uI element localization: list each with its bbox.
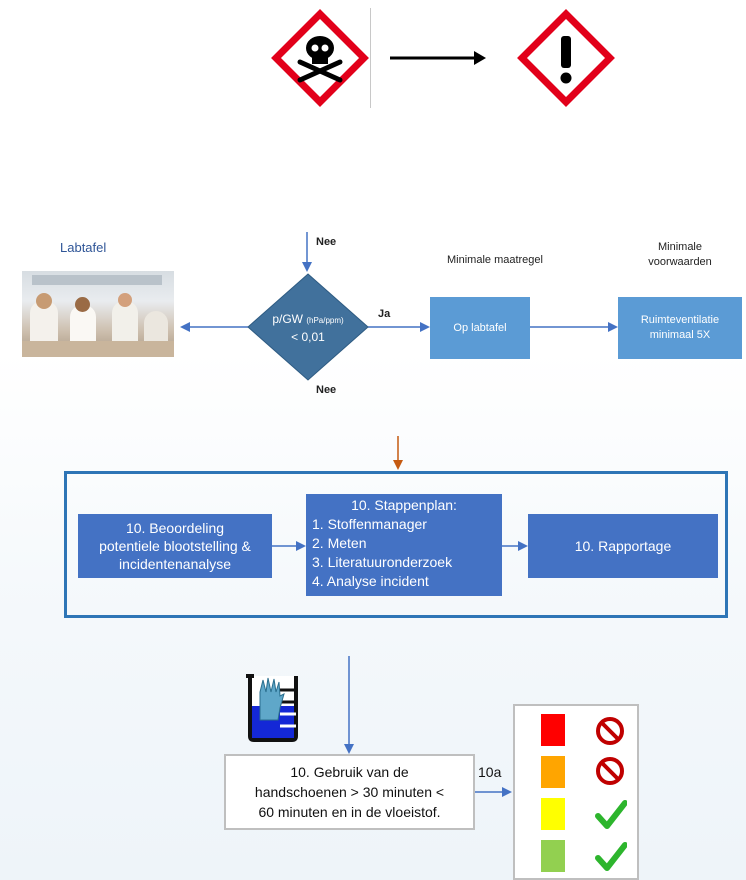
beoordeling-line-3: incidentenanalyse xyxy=(118,556,232,572)
color-box-green xyxy=(541,840,565,872)
gloves-line-1: 10. Gebruik van de xyxy=(290,764,409,780)
beaker-gloves-icon xyxy=(244,670,302,744)
decision-input-label: Nee xyxy=(316,236,337,248)
voorwaarden-line-1: Minimale xyxy=(657,241,702,253)
gloves-ref-label: 10a xyxy=(478,764,502,780)
checkmark-icon xyxy=(595,800,627,829)
color-box-yellow xyxy=(541,798,565,830)
beoordeling-line-1: 10. Beoordeling xyxy=(125,520,225,536)
gloves-box: 10. Gebruik van de handschoenen > 30 min… xyxy=(224,754,475,830)
ventilatie-box: Ruimteventilatie minimaal 5X xyxy=(618,297,742,359)
stappenplan-title: 10. Stappenplan: xyxy=(351,497,457,513)
voorwaarden-line-2: voorwaarden xyxy=(648,256,712,268)
prohibited-icon xyxy=(596,757,624,785)
minimale-voorwaarden-heading: Minimale voorwaarden xyxy=(618,240,742,270)
decision-condition: p/GW xyxy=(272,312,303,326)
decision-yes-label: Ja xyxy=(378,308,391,320)
rapportage-box: 10. Rapportage xyxy=(528,514,718,578)
right-arrow-icon xyxy=(390,51,486,65)
divider xyxy=(370,8,371,108)
decision-unit: (hPa/ppm) xyxy=(306,316,344,325)
lab-photo xyxy=(22,271,174,357)
beoordeling-box: 10. Beoordeling potentiele blootstelling… xyxy=(78,514,272,578)
ventilatie-line-1: Ruimteventilatie xyxy=(640,314,720,326)
checkmark-icon xyxy=(595,842,627,871)
stappenplan-step-2: 2. Meten xyxy=(312,535,367,551)
process-frame xyxy=(64,471,728,618)
op-labtafel-box: Op labtafel xyxy=(430,297,530,359)
gloves-line-3: 60 minuten en in de vloeistof. xyxy=(258,804,441,820)
ventilatie-line-2: minimaal 5X xyxy=(649,329,711,341)
decision-threshold: < 0,01 xyxy=(291,330,325,344)
stappenplan-step-1: 1. Stoffenmanager xyxy=(312,516,427,532)
minimale-maatregel-heading: Minimale maatregel xyxy=(447,254,543,266)
toxic-pictogram xyxy=(270,8,370,108)
color-box-red xyxy=(541,714,565,746)
labtafel-label: Labtafel xyxy=(60,240,107,255)
decision-no-label: Nee xyxy=(316,384,337,396)
exclamation-pictogram xyxy=(516,8,616,108)
traffic-light-panel xyxy=(513,704,639,880)
gloves-line-2: handschoenen > 30 minuten < xyxy=(254,784,445,800)
color-box-orange xyxy=(541,756,565,788)
beoordeling-line-2: potentiele blootstelling & xyxy=(99,538,251,554)
stappenplan-step-3: 3. Literatuuronderzoek xyxy=(312,554,453,570)
stappenplan-step-4: 4. Analyse incident xyxy=(312,573,429,589)
prohibited-icon xyxy=(596,717,624,745)
decision-diamond: p/GW (hPa/ppm) < 0,01 xyxy=(246,272,370,382)
stappenplan-box: 10. Stappenplan: 1. Stoffenmanager 2. Me… xyxy=(306,494,502,596)
